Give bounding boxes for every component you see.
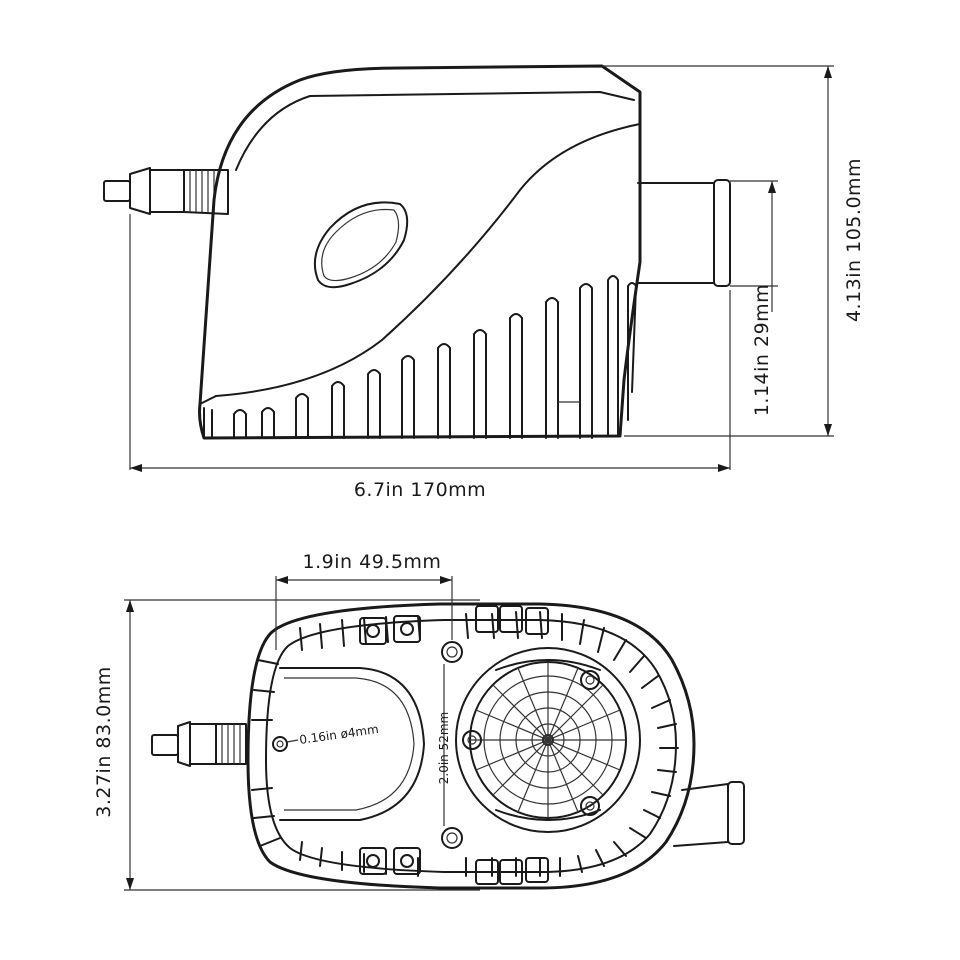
pump-housing <box>198 64 642 440</box>
outlet-pipe <box>637 179 731 287</box>
dimension-length: 6.7in 170mm <box>129 214 731 501</box>
bottom-plug <box>151 721 247 767</box>
overall-width-label: 3.27in 83.0mm <box>93 666 115 818</box>
bottom-outlet <box>673 781 745 847</box>
power-cord-plug <box>103 167 229 215</box>
dimension-height: 4.13in 105.0mm <box>602 65 865 437</box>
side-view: 6.7in 170mm 4.13in 105.0mm 1.14in 29mm <box>103 64 865 501</box>
dimension-hole-diameter: 0.16in ø4mm <box>286 722 379 747</box>
mount-spacing-label: 1.9in 49.5mm <box>303 551 442 573</box>
dimension-width: 3.27in 83.0mm <box>93 599 480 891</box>
base-outline <box>246 602 696 890</box>
intake-grille <box>455 647 641 833</box>
perimeter-ribs <box>251 605 679 885</box>
dimension-hole-spacing: 2.0in 52mm <box>437 664 451 826</box>
outlet-height-label: 1.14in 29mm <box>751 284 773 416</box>
overall-length-label: 6.7in 170mm <box>354 479 486 501</box>
bottom-view: 1.9in 49.5mm 3.27in 83.0mm 2.0in 52mm 0.… <box>93 551 745 891</box>
dimension-mount-spacing: 1.9in 49.5mm <box>275 551 453 650</box>
dimension-outlet: 1.14in 29mm <box>730 180 778 416</box>
window-icon <box>314 201 409 289</box>
inner-pocket <box>279 667 425 821</box>
hole-diameter-label: 0.16in ø4mm <box>298 722 379 747</box>
hole-spacing-label: 2.0in 52mm <box>437 712 451 785</box>
mounting-holes <box>272 641 463 849</box>
overall-height-label: 4.13in 105.0mm <box>843 158 865 322</box>
vent-slots <box>203 275 637 439</box>
